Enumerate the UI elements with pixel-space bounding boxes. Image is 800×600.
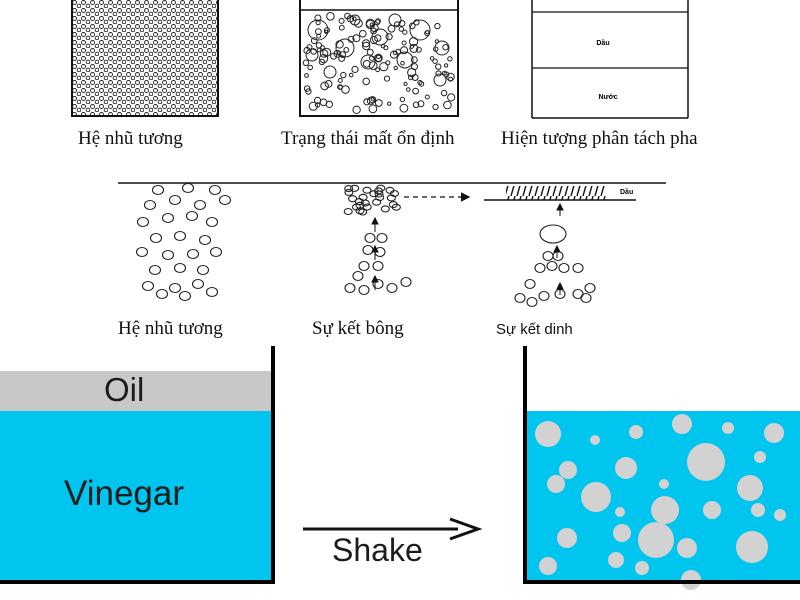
water-layer-label: Nước — [599, 94, 618, 101]
oil-layer-label: Dầu — [596, 38, 609, 47]
label-unstable: Trạng thái mất ổn định — [281, 128, 455, 149]
vinegar-label: Vinegar — [64, 474, 185, 513]
shaken-emulsion-container — [523, 346, 800, 590]
label-emulsion-middle: Hệ nhũ tương — [118, 318, 223, 339]
middle-row-diagram: Dầu — [118, 182, 666, 308]
phase-separation-box: Dầu Nước — [531, 0, 689, 119]
unstable-emulsion-box — [299, 0, 459, 117]
fine-emulsion-box — [71, 0, 219, 117]
label-flocculation: Sự kết bông — [312, 318, 404, 339]
label-coalescence: Sự kết dinh — [496, 321, 573, 338]
surface-oil-label: Dầu — [620, 187, 633, 196]
shake-arrow — [303, 517, 483, 541]
label-phase-separation: Hiện tượng phân tách pha — [501, 128, 698, 149]
oil-vinegar-container — [0, 346, 275, 584]
shake-label: Shake — [332, 532, 423, 568]
oil-label: Oil — [104, 371, 145, 408]
label-emulsion-top: Hệ nhũ tương — [78, 128, 183, 149]
